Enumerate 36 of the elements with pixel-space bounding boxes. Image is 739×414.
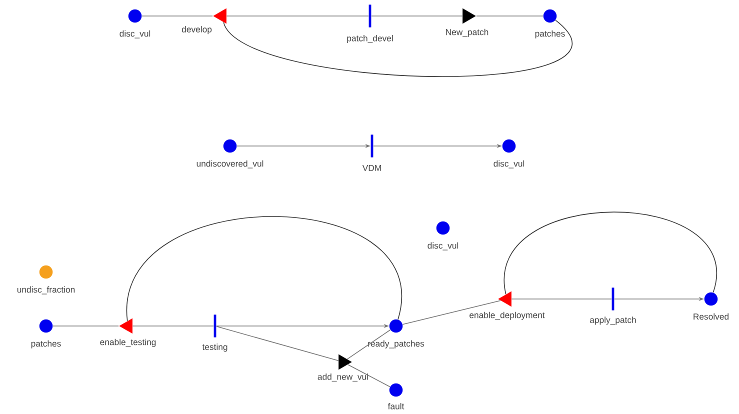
transition-bar: VDM <box>362 134 381 171</box>
node-label: VDM <box>362 164 381 171</box>
transition-bar: patch_devel <box>347 4 393 44</box>
arc <box>216 326 339 362</box>
arc <box>346 329 391 360</box>
arc <box>511 298 612 300</box>
arc <box>504 212 717 295</box>
node-label: undiscovered_vul <box>196 160 264 168</box>
arc <box>348 364 390 388</box>
node-label: fault <box>388 402 404 410</box>
arc-triangle: enable_testing <box>100 318 156 347</box>
arc <box>223 20 572 77</box>
node-label: enable_testing <box>100 338 156 347</box>
node-label: enable_deployment <box>470 312 545 320</box>
node-label: disc_vul <box>494 160 524 168</box>
arc <box>402 300 501 325</box>
node-label: testing <box>202 344 228 352</box>
node-label: add_new_vul <box>318 373 368 382</box>
node-label: ready_patches <box>368 340 424 348</box>
node-label: disc_vul <box>428 242 458 250</box>
transition-bar: testing <box>202 314 228 352</box>
arc-triangle: New_patch <box>446 8 488 37</box>
node-label: apply_patch <box>590 316 636 325</box>
node-label: New_patch <box>446 28 488 37</box>
arc-triangle: develop <box>182 8 226 34</box>
node-label: patch_devel <box>347 34 393 44</box>
node-label: patches <box>31 340 61 348</box>
node-label: Resolved <box>694 313 728 320</box>
node-label: disc_vul <box>120 30 150 38</box>
arc <box>126 216 402 322</box>
arc-triangle: add_new_vul <box>318 354 368 382</box>
node-label: patches <box>535 30 565 38</box>
node-label: undisc_fraction <box>17 286 75 294</box>
transition-bar: apply_patch <box>590 288 636 325</box>
node-label: develop <box>182 26 212 34</box>
arc-triangle: enable_deployment <box>470 291 545 320</box>
